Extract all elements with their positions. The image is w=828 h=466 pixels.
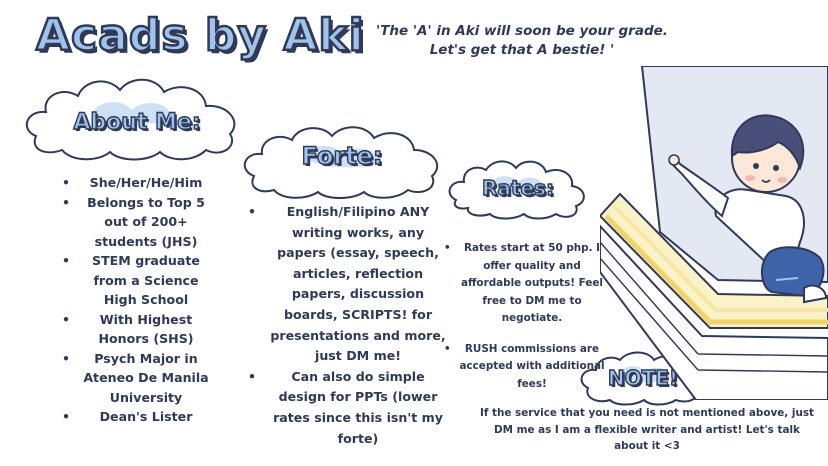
about-item: Belongs to Top 5 out of 200+ students (J… (62, 193, 214, 252)
tagline: 'The 'A' in Aki will soon be your grade.… (376, 23, 668, 58)
note-heading: NOTE! (607, 365, 679, 390)
forte-cloud (243, 126, 439, 199)
about-heading: About Me: (73, 109, 202, 135)
rates-item: Rates start at 50 php. I offer quality a… (444, 240, 608, 328)
about-item: Psych Major in Ateneo De Manila Universi… (62, 349, 214, 408)
page-title: Acads by Aki (35, 9, 365, 63)
about-list: She/Her/He/Him Belongs to Top 5 out of 2… (62, 173, 214, 427)
forte-list: English/Filipino ANY writing works, any … (248, 202, 450, 449)
rates-cloud (448, 160, 585, 220)
about-item: She/Her/He/Him (62, 173, 214, 193)
rates-list: Rates start at 50 php. I offer quality a… (444, 240, 608, 394)
forte-item: English/Filipino ANY writing works, any … (248, 202, 450, 367)
about-item: STEM graduate from a Science High School (62, 251, 214, 310)
forte-heading: Forte: (301, 141, 383, 170)
forte-item: Can also do simple design for PPTs (lowe… (248, 367, 450, 449)
rates-item: RUSH commissions are accepted with addit… (444, 341, 608, 394)
note-text: If the service that you need is not ment… (480, 407, 814, 452)
rates-heading: Rates: (481, 175, 554, 200)
about-item: Dean's Lister (62, 407, 214, 427)
about-cloud (25, 78, 236, 161)
kid-on-book-illustration (600, 66, 828, 400)
about-item: With Highest Honors (SHS) (62, 310, 214, 349)
